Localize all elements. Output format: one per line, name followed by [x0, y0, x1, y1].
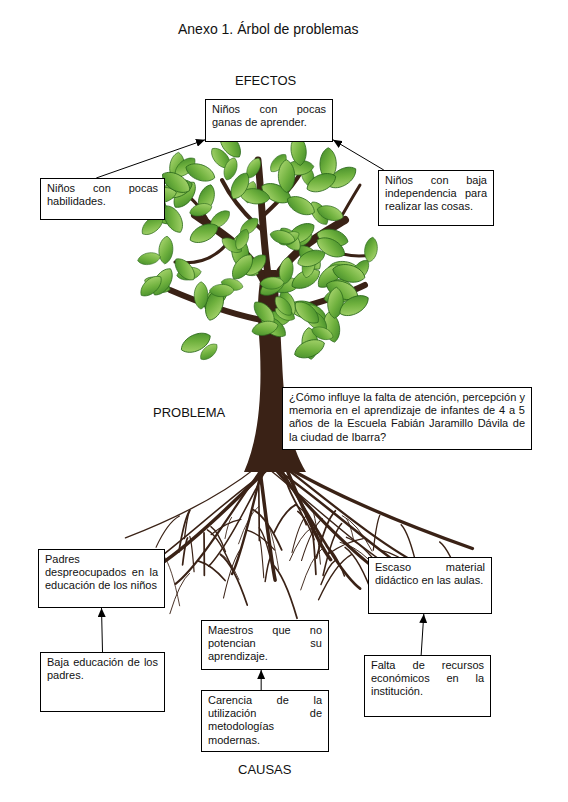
section-label: CAUSAS — [238, 762, 291, 777]
section-label: EFECTOS — [235, 73, 296, 88]
text-box: Escaso material didáctico en las aulas. — [368, 557, 492, 614]
text-box: Padres despreocupados en la educación de… — [38, 549, 165, 608]
text-box: Baja educación de los padres. — [40, 652, 165, 712]
box-text: Padres despreocupados en la educación de… — [45, 553, 158, 593]
arrow-connector — [421, 614, 424, 655]
section-label: PROBLEMA — [153, 405, 225, 420]
box-text: Carencia de la utilización de metodologí… — [208, 694, 322, 747]
text-box: Niños con baja independencia para realiz… — [378, 170, 494, 226]
box-text: Niños con pocas ganas de aprender. — [212, 103, 326, 129]
arrow-connector — [102, 608, 103, 652]
box-text: ¿Cómo influye la falta de atención, perc… — [289, 391, 525, 444]
text-box: Niños con pocas ganas de aprender. — [205, 99, 333, 142]
text-box: Niños con pocas habilidades. — [40, 178, 165, 220]
box-text: Niños con pocas habilidades. — [47, 182, 158, 208]
box-text: Maestros que no potencian su aprendizaje… — [208, 624, 322, 664]
diagram-title: Anexo 1. Árbol de problemas — [178, 21, 359, 37]
text-box: Maestros que no potencian su aprendizaje… — [201, 620, 329, 670]
box-text: Baja educación de los padres. — [47, 656, 158, 682]
arrow-connector — [333, 140, 384, 170]
box-text: Escaso material didáctico en las aulas. — [375, 561, 485, 587]
text-box: Falta de recursos económicos en la insti… — [364, 655, 491, 717]
arrow-connector — [96, 140, 205, 178]
arrow-connector — [261, 670, 262, 690]
box-text: Niños con baja independencia para realiz… — [385, 174, 487, 214]
problem-box: ¿Cómo influye la falta de atención, perc… — [282, 387, 532, 450]
text-box: Carencia de la utilización de metodologí… — [201, 690, 329, 752]
box-text: Falta de recursos económicos en la insti… — [371, 659, 484, 699]
